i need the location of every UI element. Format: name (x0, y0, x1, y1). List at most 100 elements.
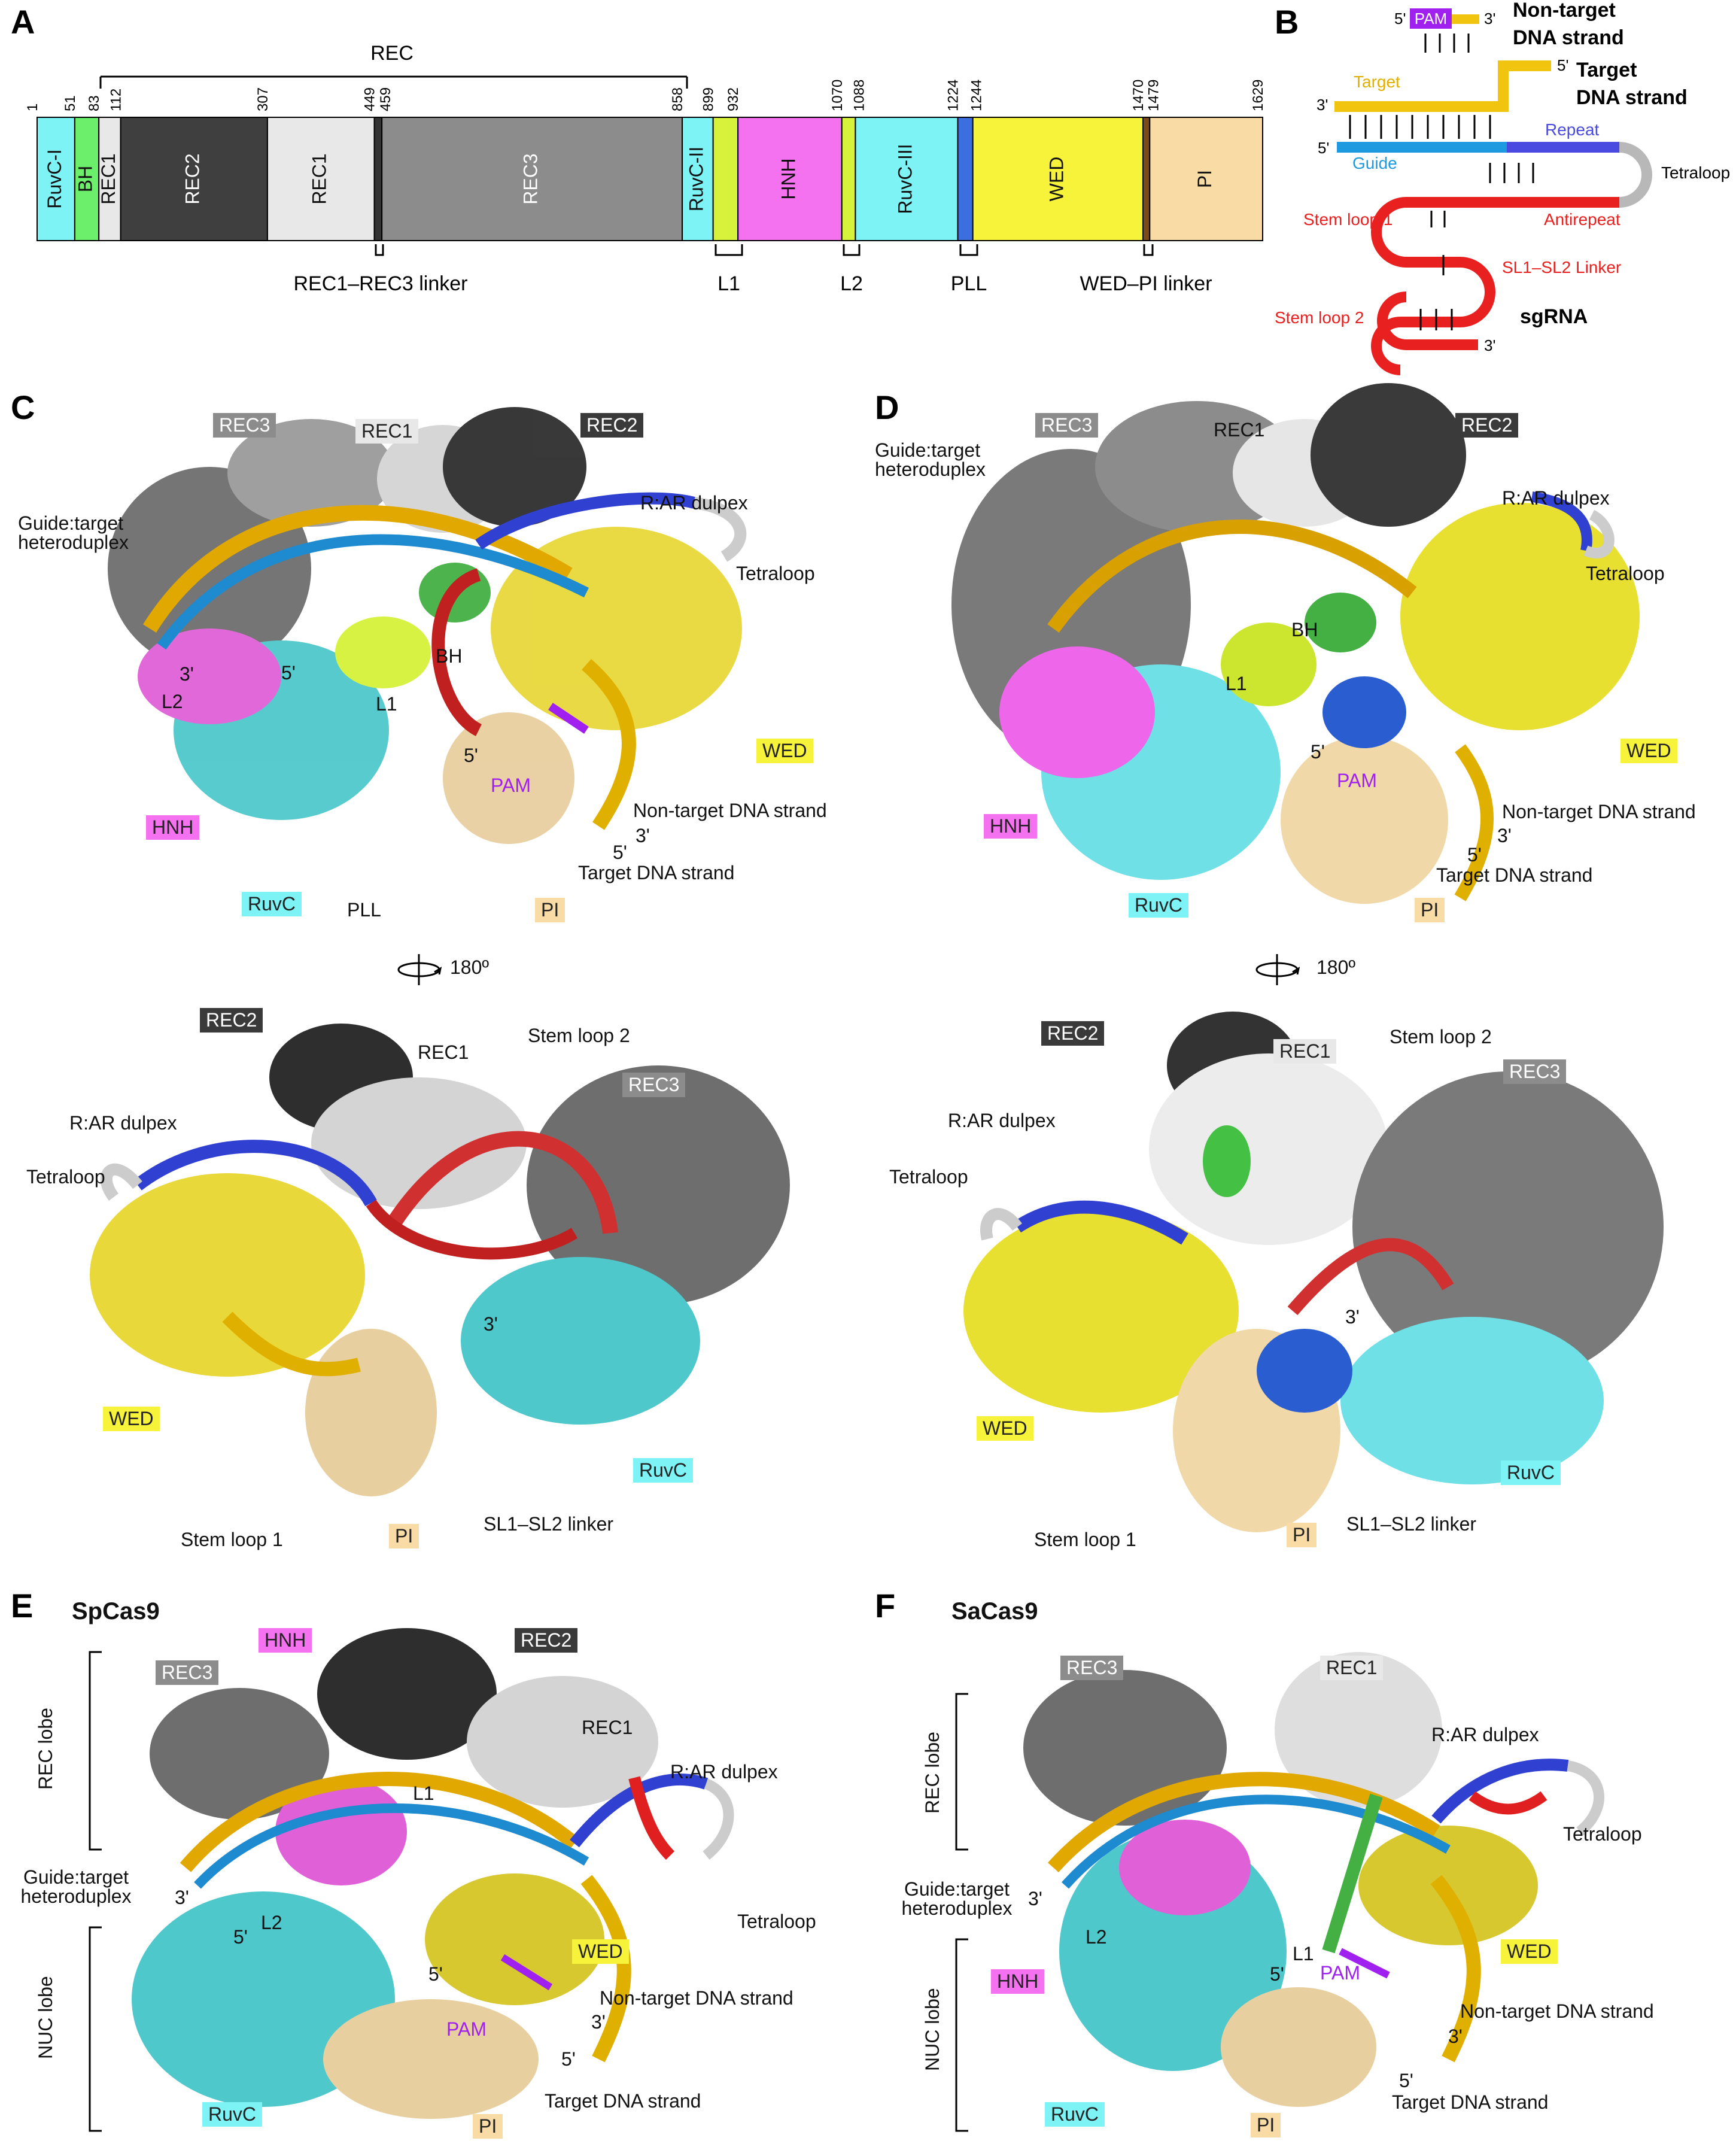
e-pam: PAM (446, 2018, 487, 2040)
f-l1: L1 (1293, 1943, 1314, 1964)
e-nontarget: Non-target DNA strand (600, 1987, 793, 2009)
c-bot-rar: R:AR dulpex (69, 1112, 177, 1134)
d-top-tetraloop: Tetraloop (1586, 563, 1665, 584)
e-title: SpCas9 (72, 1598, 160, 1624)
pam-box (1410, 8, 1452, 29)
residue-tick: 932 (725, 87, 741, 111)
c-top-ruvc: RuvC (242, 892, 302, 917)
d-top-pam: PAM (1337, 770, 1377, 791)
residue-tick: 1070 (829, 80, 846, 111)
e-ruvc: RuvC (202, 2102, 263, 2127)
sgrna-schematic: 5' PAM 3' Non-target DNA strand Target 5… (1275, 0, 1730, 375)
e-5prime: 5' (233, 1926, 248, 1948)
c-top-l1: L1 (376, 693, 397, 715)
nt-5prime: 5' (1394, 10, 1406, 28)
panel-label-e: E (11, 1587, 34, 1624)
c-top-l2: L2 (162, 691, 183, 712)
d-bot-rec2: REC2 (1041, 1021, 1105, 1046)
nt-3prime: 3' (1484, 10, 1495, 28)
f-nontarget: Non-target DNA strand (1460, 2000, 1654, 2022)
guide-label: Guide (1352, 154, 1397, 172)
residue-tick: 1 (25, 104, 41, 111)
d-bot-rar: R:AR dulpex (948, 1110, 1056, 1131)
c-bot-sl: SL1–SL2 linker (484, 1513, 614, 1535)
e-l2: L2 (261, 1912, 282, 1933)
f-rec1: REC1 (1320, 1656, 1384, 1681)
domain-segment (120, 117, 268, 241)
f-lobe-brackets (955, 1693, 968, 2132)
c-bot-stem2: Stem loop 2 (528, 1025, 630, 1046)
e-5prime-c: 5' (561, 2048, 576, 2070)
residue-tick: 449 (362, 87, 378, 111)
svg-text:DNA strand: DNA strand (1576, 86, 1688, 109)
rotation-icon-c (397, 954, 442, 985)
panel-c-bottom-ribbon (90, 1024, 790, 1496)
panel-label-a: A (11, 3, 35, 41)
d-top-rec3: REC3 (1035, 413, 1099, 438)
e-hnh: HNH (259, 1628, 312, 1653)
e-3prime: 3' (175, 1887, 189, 1908)
c-top-5prime-b: 5' (464, 745, 478, 766)
e-lobe-brackets (89, 1651, 102, 2132)
stem-loop-1-label: Stem loop 1 (1303, 210, 1393, 229)
residue-tick: 112 (108, 89, 124, 111)
residue-tick: 1088 (851, 80, 867, 111)
f-l2: L2 (1086, 1926, 1107, 1948)
rec-label: REC (370, 42, 414, 65)
c-top-pi: PI (535, 898, 565, 923)
domain-name: HNH (777, 158, 799, 199)
residue-tick: 899 (701, 87, 717, 111)
f-nuc-lobe: NUC lobe (922, 1988, 943, 2071)
linker-wed-pi: WED–PI linker (1080, 272, 1212, 295)
antirepeat-label: Antirepeat (1544, 210, 1620, 229)
f-tetraloop: Tetraloop (1563, 1823, 1642, 1845)
residue-tick: 1479 (1145, 80, 1162, 111)
c-rotation-label: 180º (450, 956, 490, 978)
f-rec-lobe: REC lobe (922, 1732, 943, 1814)
f-rec3: REC3 (1060, 1656, 1124, 1681)
svg-text:DNA strand: DNA strand (1513, 26, 1624, 49)
repeat-label: Repeat (1545, 120, 1600, 139)
residue-tick: 858 (670, 87, 686, 111)
c-bot-pi: PI (389, 1524, 419, 1549)
domain-name: RuvC-II (685, 147, 707, 211)
d-top-nontarget: Non-target DNA strand (1502, 801, 1696, 822)
residue-tick: 307 (255, 87, 271, 111)
linker-brackets: REC1–REC3 linker L1 L2 PLL WED–PI linker (294, 244, 1212, 295)
f-pam: PAM (1320, 1962, 1360, 1984)
residue-tick: 51 (62, 95, 78, 111)
c-top-hetero: Guide:target heteroduplex (18, 512, 129, 553)
domain-name: RuvC-I (44, 149, 65, 209)
f-rar: R:AR dulpex (1431, 1724, 1539, 1745)
domain-name: REC3 (520, 153, 542, 204)
e-nuc-lobe: NUC lobe (35, 1976, 56, 2059)
d-top-rec2: REC2 (1455, 413, 1519, 438)
domain-name: REC1 (98, 153, 119, 204)
panel-label-c: C (11, 388, 35, 426)
e-3prime-b: 3' (591, 2011, 606, 2033)
panel-label-d: D (875, 388, 899, 426)
d-bot-rec1: REC1 (1273, 1039, 1337, 1064)
sgrna-label: sgRNA (1520, 305, 1588, 328)
domain-segment (957, 117, 974, 241)
target-label-1: Target (1576, 59, 1637, 81)
e-rec3: REC3 (156, 1660, 219, 1686)
c-bot-rec2: REC2 (200, 1008, 263, 1033)
domain-segment (972, 117, 1144, 241)
t-3prime: 3' (1317, 96, 1328, 114)
d-top-5prime-b: 5' (1467, 844, 1482, 866)
d-bot-rec3: REC3 (1503, 1059, 1567, 1085)
e-rec2: REC2 (515, 1628, 578, 1653)
c-top-target: Target DNA strand (578, 862, 735, 883)
domain-segment (855, 117, 959, 241)
t-5prime: 5' (1557, 56, 1568, 74)
d-top-3prime: 3' (1497, 825, 1512, 846)
d-top-target: Target DNA strand (1436, 864, 1593, 886)
e-l1: L1 (413, 1783, 434, 1804)
c-top-pll: PLL (347, 899, 381, 921)
e-rec-lobe: REC lobe (35, 1708, 56, 1790)
panel-f-ribbon (1023, 1652, 1604, 2107)
